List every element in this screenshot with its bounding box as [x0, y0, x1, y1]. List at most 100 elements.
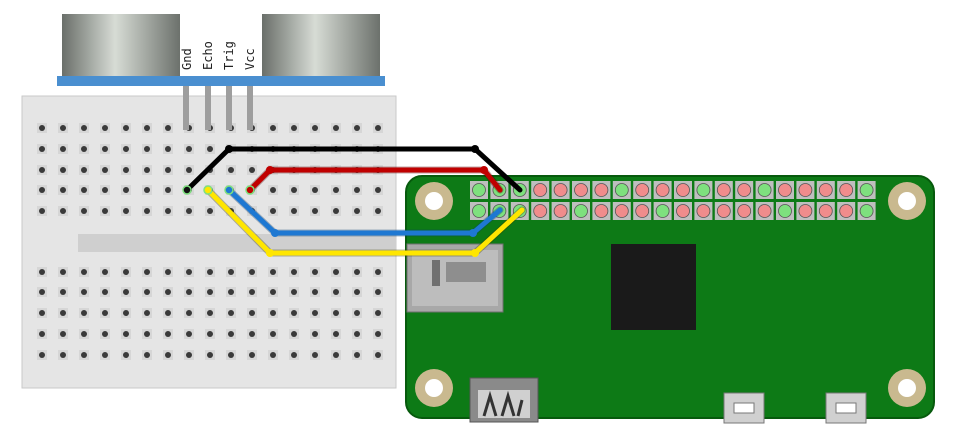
- breadboard-hole: [270, 352, 276, 358]
- breadboard-hole: [144, 146, 150, 152]
- breadboard-hole: [333, 310, 339, 316]
- breadboard-hole: [291, 125, 297, 131]
- gpio-pin: [574, 183, 588, 197]
- breadboard-hole: [81, 352, 87, 358]
- breadboard-hole: [60, 167, 66, 173]
- breadboard-hole: [354, 352, 360, 358]
- breadboard-hole: [102, 289, 108, 295]
- breadboard-hole: [375, 331, 381, 337]
- breadboard-hole: [291, 269, 297, 275]
- breadboard-hole: [333, 269, 339, 275]
- breadboard-hole: [165, 289, 171, 295]
- breadboard-hole: [375, 352, 381, 358]
- breadboard-hole: [144, 331, 150, 337]
- pin-label-trig: Trig: [222, 41, 236, 70]
- gpio-pin: [553, 183, 568, 197]
- breadboard-hole: [39, 167, 45, 173]
- gpio-pin: [778, 183, 792, 197]
- breadboard-hole: [312, 310, 318, 316]
- breadboard-hole: [39, 187, 45, 193]
- breadboard-hole: [123, 352, 129, 358]
- breadboard-hole: [312, 269, 318, 275]
- breadboard-hole: [81, 125, 87, 131]
- mini-hdmi-port: [469, 377, 539, 423]
- breadboard-hole: [165, 208, 171, 214]
- breadboard-hole: [354, 208, 360, 214]
- breadboard-hole: [228, 352, 234, 358]
- breadboard-hole: [186, 310, 192, 316]
- gpio-pin: [655, 183, 670, 197]
- breadboard-hole: [144, 208, 150, 214]
- breadboard-hole: [228, 269, 234, 275]
- breadboard-hole: [123, 331, 129, 337]
- gpio-pin: [472, 183, 486, 197]
- gpio-pin: [839, 204, 854, 218]
- breadboard-hole: [312, 331, 318, 337]
- breadboard-hole: [291, 310, 297, 316]
- breadboard-hole: [123, 208, 129, 214]
- gpio-pin: [574, 204, 588, 218]
- breadboard-hole: [207, 208, 213, 214]
- sensor-transducer-right: [262, 14, 380, 78]
- breadboard-hole: [228, 331, 234, 337]
- breadboard-hole: [144, 167, 150, 173]
- breadboard-center-channel: [78, 234, 396, 252]
- breadboard-hole: [81, 269, 87, 275]
- breadboard-hole: [39, 331, 45, 337]
- breadboard-hole: [375, 310, 381, 316]
- breadboard-hole: [144, 289, 150, 295]
- breadboard-hole: [39, 310, 45, 316]
- gpio-pin: [757, 183, 772, 197]
- breadboard-hole: [165, 269, 171, 275]
- breadboard-hole: [354, 187, 360, 193]
- breadboard-hole: [186, 289, 192, 295]
- breadboard-hole: [249, 269, 255, 275]
- breadboard-hole: [60, 125, 66, 131]
- breadboard-hole: [312, 125, 318, 131]
- breadboard-hole: [354, 289, 360, 295]
- breadboard-hole: [207, 146, 213, 152]
- gpio-pin: [716, 204, 731, 218]
- sensor-pin-headers: [183, 86, 253, 130]
- breadboard-hole: [207, 331, 213, 337]
- breadboard-hole: [228, 289, 234, 295]
- breadboard-hole: [375, 269, 381, 275]
- gpio-pin: [614, 204, 629, 218]
- breadboard-hole: [81, 167, 87, 173]
- mounting-hole-bottom-right: [888, 369, 926, 407]
- gpio-pin: [676, 183, 690, 197]
- breadboard-hole: [39, 289, 45, 295]
- pin-label-vcc: Vcc: [243, 48, 257, 70]
- breadboard-hole: [123, 289, 129, 295]
- breadboard-hole: [312, 187, 318, 193]
- breadboard-hole: [123, 269, 129, 275]
- breadboard-hole: [102, 187, 108, 193]
- gpio-pin: [594, 183, 609, 197]
- breadboard-hole: [102, 352, 108, 358]
- breadboard-hole: [375, 208, 381, 214]
- breadboard-hole: [270, 289, 276, 295]
- breadboard-hole: [102, 331, 108, 337]
- breadboard-hole: [270, 187, 276, 193]
- breadboard-hole: [312, 208, 318, 214]
- breadboard-hole: [60, 187, 66, 193]
- breadboard-hole: [333, 125, 339, 131]
- gpio-pin: [737, 183, 752, 197]
- breadboard-hole: [60, 289, 66, 295]
- breadboard-hole: [81, 146, 87, 152]
- wire-endpoints: [182, 145, 488, 257]
- breadboard-hole: [165, 167, 171, 173]
- gpio-pin: [533, 183, 548, 197]
- gpio-pin: [798, 204, 813, 218]
- breadboard-hole: [270, 269, 276, 275]
- breadboard-hole: [291, 331, 297, 337]
- wire-gnd-black: [184, 146, 523, 193]
- gpio-pin: [818, 183, 833, 197]
- gpio-pin: [676, 204, 690, 218]
- gpio-pin: [533, 204, 548, 218]
- breadboard-hole: [60, 269, 66, 275]
- breadboard-hole: [123, 146, 129, 152]
- breadboard-hole: [60, 331, 66, 337]
- breadboard-hole: [81, 289, 87, 295]
- breadboard-hole: [249, 167, 255, 173]
